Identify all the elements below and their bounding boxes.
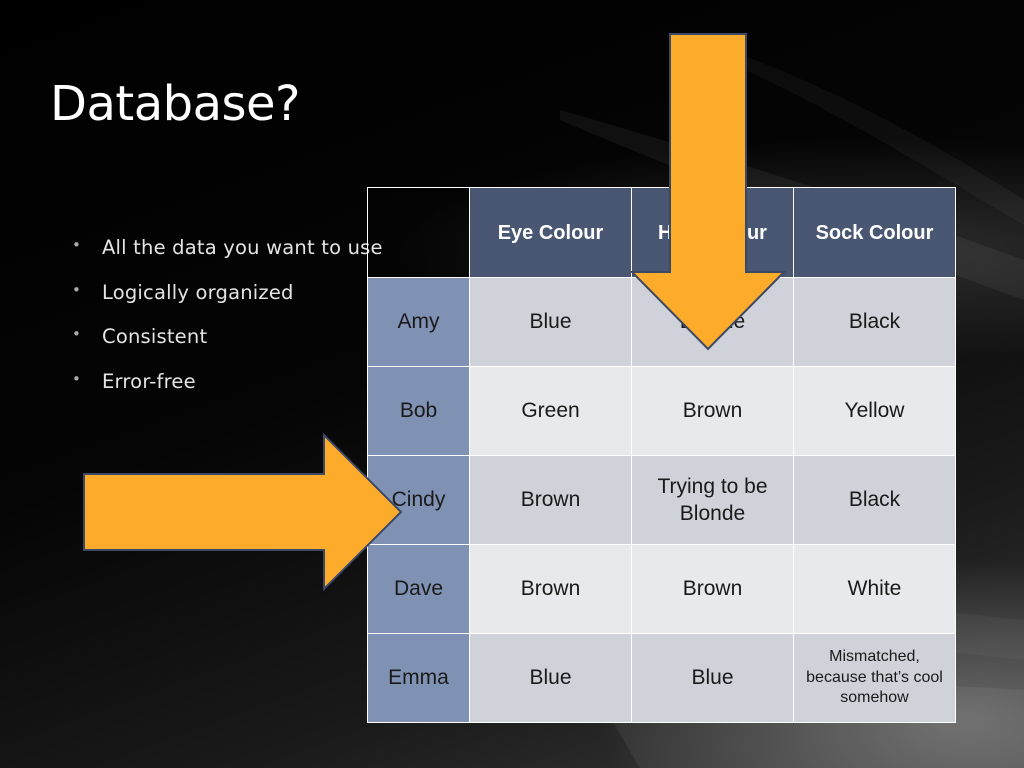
table-cell: Blue	[469, 277, 632, 367]
arrow-right-icon	[83, 432, 403, 592]
table-cell: Trying to be Blonde	[631, 455, 794, 545]
bullet-list: All the data you want to use Logically o…	[72, 236, 383, 414]
table-cell: Black	[793, 455, 956, 545]
row-header: Emma	[367, 633, 470, 723]
table-cell: Brown	[469, 455, 632, 545]
slide-title: Database?	[50, 76, 301, 132]
bullet-item: All the data you want to use	[72, 236, 383, 281]
table-cell: Black	[793, 277, 956, 367]
table-cell: Blue	[469, 633, 632, 723]
table-cell: Brown	[469, 544, 632, 634]
table-row: Emma Blue Blue Mismatched, because that’…	[367, 633, 956, 723]
table-cell: Blue	[631, 633, 794, 723]
table-cell: Green	[469, 366, 632, 456]
bullet-item: Consistent	[72, 325, 383, 370]
bullet-item: Logically organized	[72, 281, 383, 326]
bullet-item: Error-free	[72, 370, 383, 415]
column-header-eye: Eye Colour	[469, 187, 632, 278]
table-corner	[367, 187, 470, 278]
table-row: Cindy Brown Trying to be Blonde Black	[367, 455, 956, 545]
row-header: Amy	[367, 277, 470, 367]
arrow-down-shape	[629, 33, 787, 351]
table-row: Bob Green Brown Yellow	[367, 366, 956, 456]
table-cell: Brown	[631, 366, 794, 456]
table-row: Dave Brown Brown White	[367, 544, 956, 634]
arrow-right-shape	[83, 432, 403, 592]
table-cell: Mismatched, because that’s cool somehow	[793, 633, 956, 723]
table-cell: Yellow	[793, 366, 956, 456]
table-row: Amy Blue Blonde Black	[367, 277, 956, 367]
arrow-down-icon	[629, 33, 787, 351]
table-cell: White	[793, 544, 956, 634]
table-cell: Brown	[631, 544, 794, 634]
column-header-sock: Sock Colour	[793, 187, 956, 278]
row-header: Bob	[367, 366, 470, 456]
